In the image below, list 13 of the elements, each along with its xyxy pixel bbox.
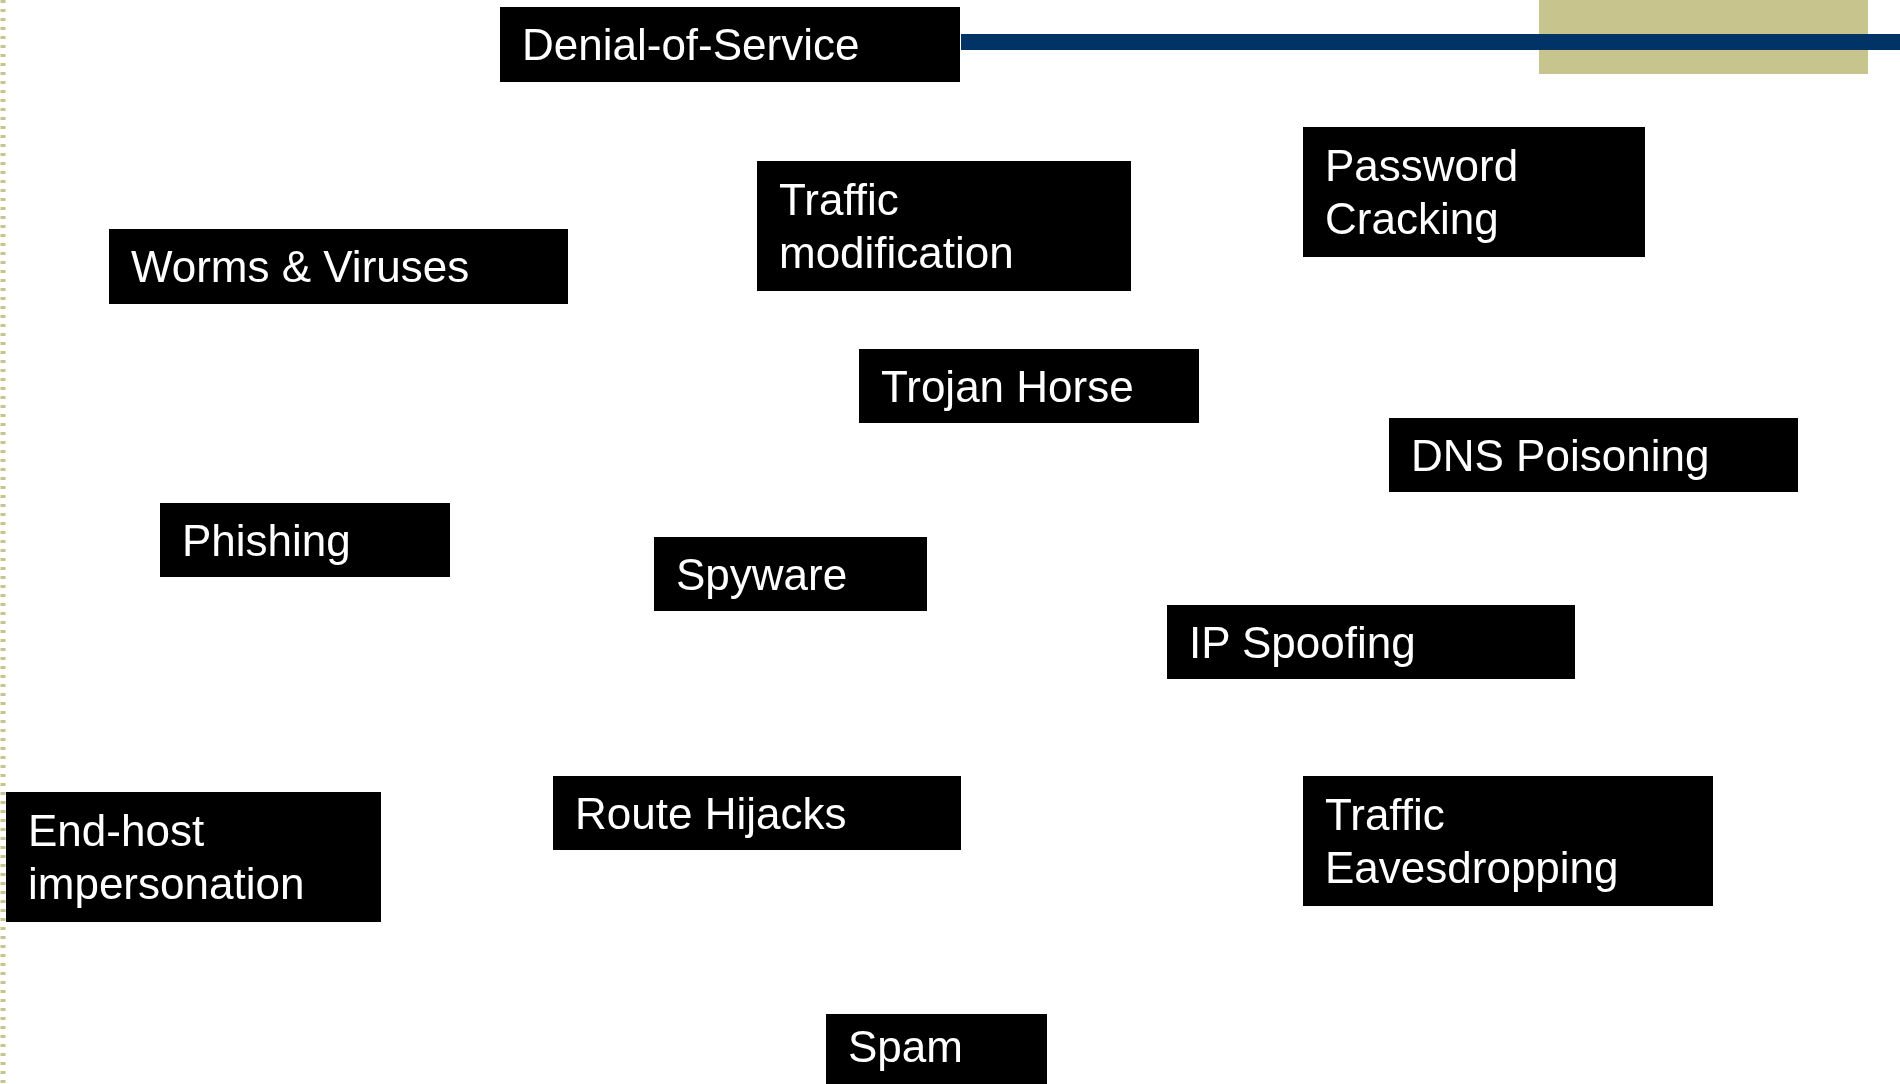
attack-label: End-host impersonation xyxy=(6,792,381,922)
attack-label: Trojan Horse xyxy=(859,349,1199,423)
attack-label: Password Cracking xyxy=(1303,127,1645,257)
attack-label: DNS Poisoning xyxy=(1389,418,1798,492)
attack-label: Denial-of-Service xyxy=(500,7,960,82)
attack-label: IP Spoofing xyxy=(1167,605,1575,679)
attack-label: Phishing xyxy=(160,503,450,577)
attack-label: Worms & Viruses xyxy=(109,229,568,304)
attack-label: Traffic Eavesdropping xyxy=(1303,776,1713,906)
attack-label: Traffic modification xyxy=(757,161,1131,291)
attack-label: Spyware xyxy=(654,537,927,611)
attack-label: Spam xyxy=(826,1014,1047,1084)
attack-label: Route Hijacks xyxy=(553,776,961,850)
